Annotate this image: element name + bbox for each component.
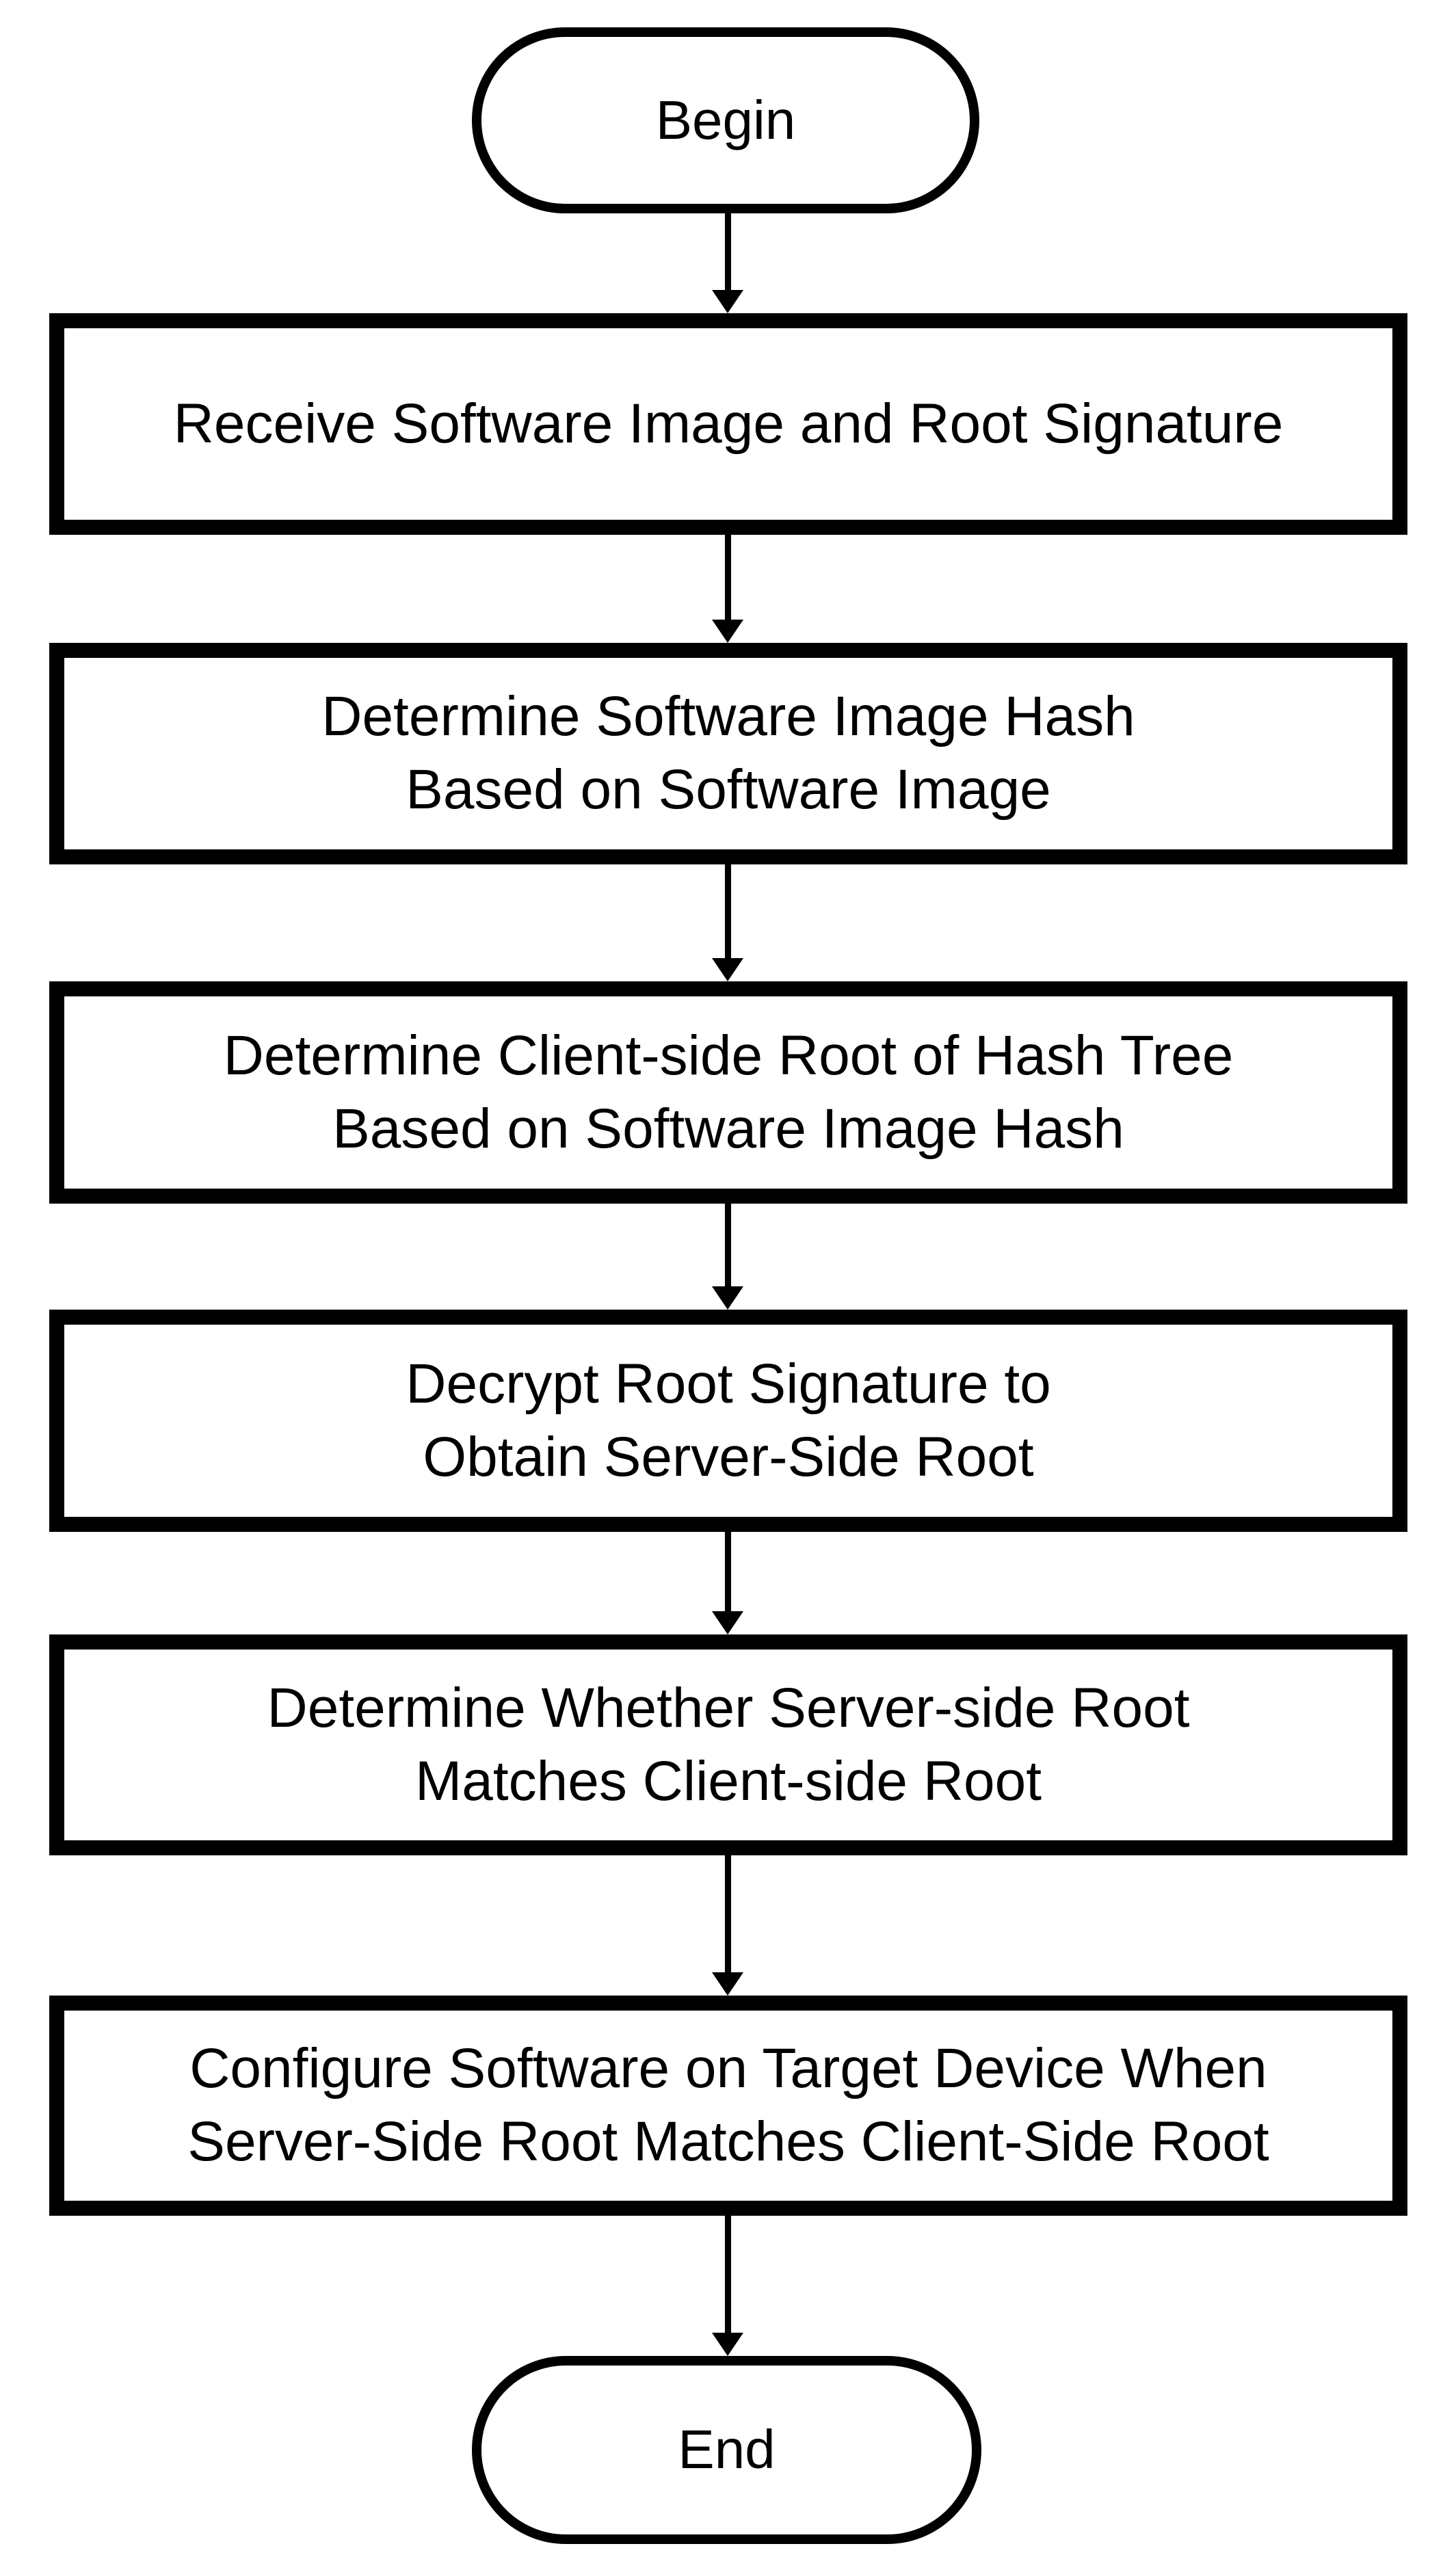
arrowhead-down-icon — [712, 1972, 743, 1996]
connector-step5-to-step6 — [712, 1855, 743, 1996]
node-end[interactable]: End — [472, 2356, 981, 2544]
connector-shaft — [724, 1532, 731, 1611]
connector-shaft — [724, 2216, 731, 2333]
arrowhead-down-icon — [712, 2333, 743, 2356]
connector-shaft — [724, 535, 731, 620]
node-end-label: End — [678, 2419, 776, 2480]
node-step2-label: Determine Software Image Hash Based on S… — [321, 685, 1135, 821]
arrowhead-down-icon — [712, 958, 743, 981]
node-step1[interactable]: Receive Software Image and Root Signatur… — [49, 313, 1407, 535]
connector-shaft — [724, 213, 731, 290]
node-step3[interactable]: Determine Client-side Root of Hash Tree … — [49, 981, 1407, 1204]
connector-step1-to-step2 — [712, 535, 743, 643]
node-step4-label: Decrypt Root Signature to Obtain Server-… — [406, 1352, 1051, 1488]
connector-step3-to-step4 — [712, 1204, 743, 1310]
connector-shaft — [724, 1855, 731, 1972]
node-step6-label: Configure Software on Target Device When… — [187, 2037, 1269, 2173]
connector-shaft — [724, 1204, 731, 1286]
arrowhead-down-icon — [712, 620, 743, 643]
connector-begin-to-step1 — [712, 213, 743, 313]
connector-shaft — [724, 864, 731, 958]
node-step3-label: Determine Client-side Root of Hash Tree … — [223, 1024, 1234, 1160]
node-step1-label: Receive Software Image and Root Signatur… — [173, 392, 1284, 455]
node-step5-label: Determine Whether Server-side Root Match… — [267, 1676, 1190, 1812]
connector-step4-to-step5 — [712, 1532, 743, 1634]
arrowhead-down-icon — [712, 1611, 743, 1634]
connector-step2-to-step3 — [712, 864, 743, 981]
node-begin[interactable]: Begin — [472, 27, 979, 213]
arrowhead-down-icon — [712, 290, 743, 313]
node-begin-label: Begin — [655, 89, 796, 150]
node-step4[interactable]: Decrypt Root Signature to Obtain Server-… — [49, 1310, 1407, 1532]
node-step5[interactable]: Determine Whether Server-side Root Match… — [49, 1634, 1407, 1855]
arrowhead-down-icon — [712, 1286, 743, 1310]
node-step6[interactable]: Configure Software on Target Device When… — [49, 1996, 1407, 2216]
node-step2[interactable]: Determine Software Image Hash Based on S… — [49, 643, 1407, 864]
connector-step6-to-end — [712, 2216, 743, 2356]
